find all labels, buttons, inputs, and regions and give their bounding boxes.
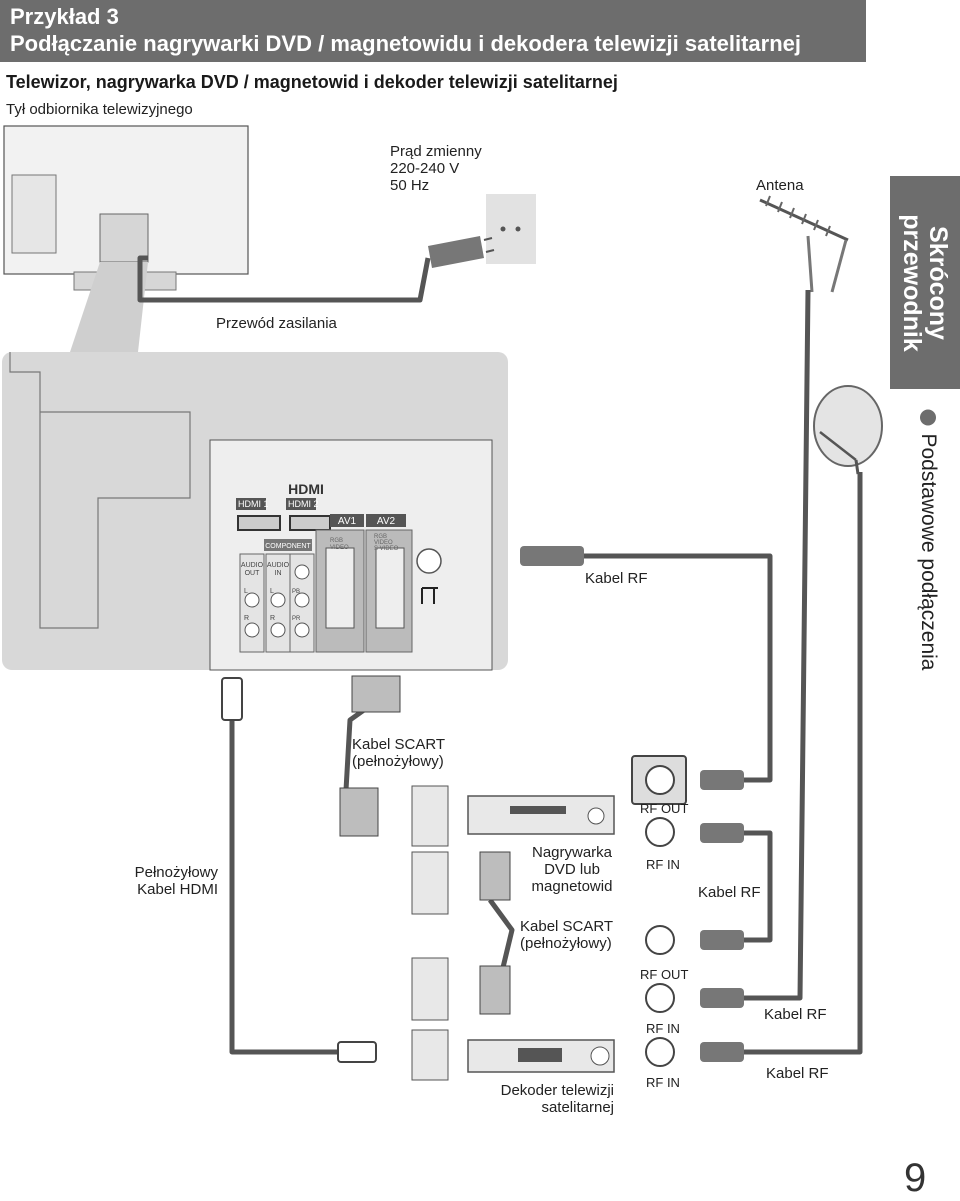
rf-in-3-label: RF IN	[646, 1075, 680, 1090]
rf-cable-2-label: Kabel RF	[764, 1006, 827, 1023]
panel-av1-video: VIDEO	[330, 545, 349, 551]
recorder-label: Nagrywarka DVD lub magnetowid	[526, 844, 618, 895]
panel-l-label-1: L	[244, 588, 248, 595]
panel-l-label-2: L	[270, 588, 274, 595]
panel-av1-label: AV1	[338, 516, 357, 527]
panel-r-label-2: R	[270, 615, 275, 622]
antenna-icon	[759, 195, 849, 293]
panel-av2-rgb: RGB	[374, 534, 387, 540]
page-header: Przykład 3 Podłączanie nagrywarki DVD / …	[0, 0, 866, 62]
tv-back-caption: Tył odbiornika telewizyjnego	[6, 101, 193, 118]
panel-hdmi-logo: HDMI	[288, 481, 324, 497]
rf-in-1-label: RF IN	[646, 857, 680, 872]
header-title: Podłączanie nagrywarki DVD / magnetowidu…	[10, 31, 802, 56]
section-subtitle: Telewizor, nagrywarka DVD / magnetowid i…	[6, 72, 618, 92]
decoder-line1: Dekoder telewizji	[500, 1082, 614, 1099]
ac-power-label: Prąd zmienny 220-240 V 50 Hz	[390, 143, 482, 194]
ac-line2: 220-240 V	[390, 160, 460, 177]
hdmi-cable-label: Pełnożyłowy Kabel HDMI	[112, 864, 218, 898]
panel-pr-label: PR	[292, 616, 301, 622]
panel-pb-label: PB	[292, 589, 300, 595]
rf-cable-dish-line	[740, 472, 863, 1055]
power-plug-icon	[428, 236, 495, 268]
satellite-dish-icon	[813, 385, 883, 475]
tv-back-illustration	[3, 125, 249, 352]
panel-audio-out-label-2: OUT	[245, 570, 261, 577]
recorder-line1: Nagrywarka	[531, 844, 613, 861]
panel-r-label-1: R	[244, 615, 249, 622]
rf-cable-antenna-line	[740, 289, 811, 1001]
decoder-label: Dekoder telewizji satelitarnej	[480, 1082, 614, 1116]
decoder-device-icon	[467, 1039, 615, 1073]
decoder-line2: satelitarnej	[541, 1099, 614, 1116]
decoder-sockets	[411, 957, 449, 1081]
tv-connection-panel: HDMI HDMI 1 HDMI 2 AV1 AV2 COMPONENT AUD…	[2, 352, 508, 671]
rf-plugs	[520, 546, 744, 1062]
scart1-line2: (pełnożyłowy)	[352, 753, 444, 770]
rf-sockets	[631, 755, 687, 1067]
ac-line1: Prąd zmienny	[390, 143, 482, 160]
scart-cable-1-label: Kabel SCART (pełnożyłowy)	[352, 736, 445, 770]
recorder-line3: magnetowid	[531, 878, 613, 895]
side-tab-quick-guide: Skrócony przewodnik	[890, 176, 960, 389]
power-cable-label: Przewód zasilania	[216, 315, 337, 332]
hdmi-cable-line	[229, 720, 340, 1055]
panel-av2-svideo: S VIDEO	[374, 546, 399, 552]
rf-cable-mid-label: Kabel RF	[698, 884, 761, 901]
rf-cable-3-label: Kabel RF	[766, 1065, 829, 1082]
page-number: 9	[904, 1156, 927, 1200]
recorder-line2: DVD lub	[544, 861, 600, 878]
rf-cable-mid-line	[740, 830, 773, 943]
ac-line3: 50 Hz	[390, 177, 430, 194]
scart1-line1: Kabel SCART	[352, 736, 446, 753]
scart-plugs	[339, 675, 511, 1015]
panel-component-label: COMPONENT	[265, 543, 311, 550]
header-example-number: Przykład 3	[10, 4, 119, 29]
panel-hdmi2-label: HDMI 2	[288, 499, 319, 509]
panel-av1-rgb: RGB	[330, 538, 343, 544]
hdmi-cable-line2: Kabel HDMI	[137, 881, 218, 898]
power-cable	[137, 255, 431, 303]
panel-av2-label: AV2	[377, 516, 396, 527]
rf-out-1-label: RF OUT	[640, 801, 689, 816]
scart2-line1: Kabel SCART	[520, 918, 614, 935]
panel-audio-in-label: AUDIO	[267, 562, 290, 569]
antenna-label: Antena	[756, 177, 804, 194]
scart-cable-2-label: Kabel SCART (pełnożyłowy)	[520, 918, 613, 952]
hdmi-plugs	[221, 677, 377, 1063]
wall-outlet-icon	[486, 194, 536, 264]
panel-audio-in-label-2: IN	[275, 570, 282, 577]
recorder-device-icon	[467, 795, 615, 835]
panel-av2-video: VIDEO	[374, 540, 393, 546]
scart2-line2: (pełnożyłowy)	[520, 935, 612, 952]
recorder-scart-sockets	[411, 785, 449, 915]
panel-audio-out-label: AUDIO	[241, 562, 264, 569]
hdmi-cable-line1: Pełnożyłowy	[134, 864, 218, 881]
rf-cable-tv-line	[580, 553, 773, 783]
rf-in-2-label: RF IN	[646, 1021, 680, 1036]
rf-out-2-label: RF OUT	[640, 967, 689, 982]
rf-cable-tv-label: Kabel RF	[585, 570, 648, 587]
cables	[229, 289, 863, 1055]
scart-cable-2-line	[487, 898, 515, 981]
panel-hdmi1-label: HDMI 1	[238, 499, 269, 509]
